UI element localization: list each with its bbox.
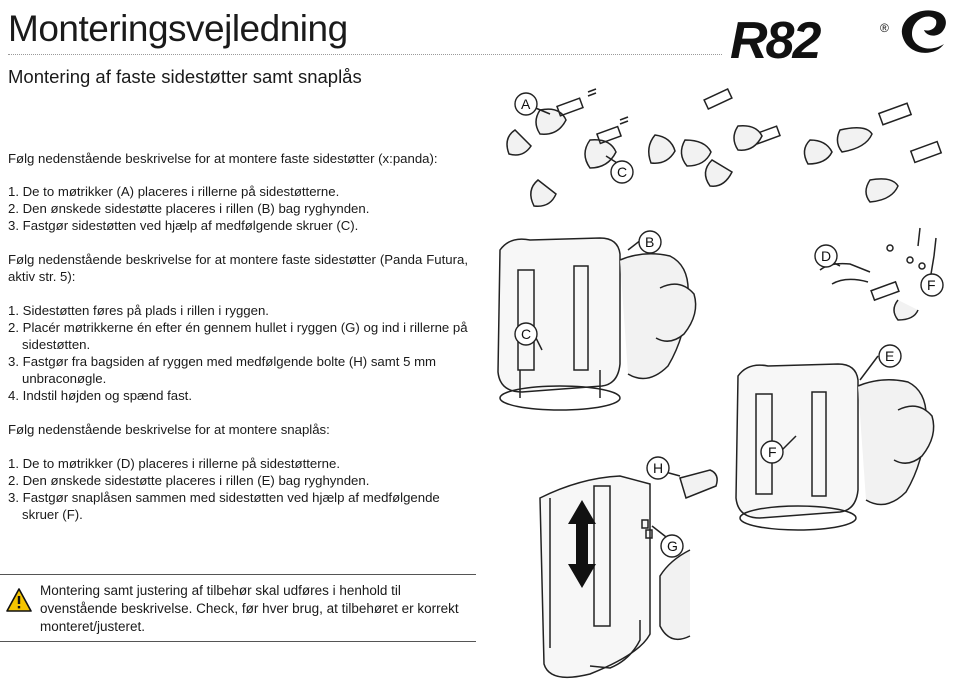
label-C-mid: C	[521, 326, 531, 342]
label-D: D	[821, 248, 831, 264]
section3-step-1: 1. De to møtrikker (D) placeres i riller…	[8, 456, 340, 471]
seat-rear-view-drawing	[497, 237, 697, 411]
seat-snaplock-view-drawing	[735, 227, 937, 531]
section2-steps: 1. Sidestøtten føres på plads i rillen i…	[8, 302, 468, 404]
label-F-mid: F	[768, 444, 777, 460]
logo-registered-mark: ®	[880, 21, 889, 35]
section1-step-3: 3. Fastgør sidestøtten ved hjælp af medf…	[8, 218, 359, 233]
section1-intro: Følg nedenstående beskrivelse for at mon…	[8, 151, 438, 166]
r82-logo: R82 ®	[730, 10, 946, 68]
section3-step-2: 2. Den ønskede sidestøtte placeres i ril…	[8, 473, 370, 488]
logo-text: R82	[730, 12, 821, 68]
section3-steps: 1. De to møtrikker (D) placeres i riller…	[8, 455, 468, 523]
page-subtitle: Montering af faste sidestøtter samt snap…	[8, 66, 362, 87]
label-E: E	[885, 348, 894, 364]
callout-labels: A C B D F C E F H G	[514, 92, 944, 558]
pads-snaplock-drawing	[803, 102, 943, 203]
title-divider	[8, 54, 722, 55]
label-C-top: C	[617, 164, 627, 180]
section2-step-4: 4. Indstil højden og spænd fast.	[8, 388, 193, 403]
notice-box: Montering samt justering af tilbehør ska…	[0, 574, 476, 642]
section2-step-1: 1. Sidestøtten føres på plads i rillen i…	[8, 303, 269, 318]
label-H: H	[653, 460, 663, 476]
label-G: G	[667, 538, 678, 554]
label-F-right: F	[927, 277, 936, 293]
section3-step-3: 3. Fastgør snaplåsen sammen med sidestøt…	[8, 490, 440, 522]
label-B: B	[645, 234, 654, 250]
logo-swoosh-icon	[901, 10, 946, 53]
warning-triangle-icon	[6, 588, 32, 612]
instructions-text: Følg nedenstående beskrivelse for at mon…	[8, 150, 468, 523]
pads-in-sequence-drawing	[648, 87, 781, 187]
section1-steps: 1. De to møtrikker (A) placeres i riller…	[8, 183, 468, 234]
height-adjust-arrow-icon	[568, 500, 596, 588]
pads-with-nuts-drawing	[506, 88, 629, 207]
label-A: A	[521, 96, 531, 112]
backrest-drawing	[539, 469, 718, 679]
page-title: Monteringsvejledning	[8, 8, 348, 49]
section1-step-2: 2. Den ønskede sidestøtte placeres i ril…	[8, 201, 370, 216]
section2-step-3: 3. Fastgør fra bagsiden af ryggen med me…	[8, 354, 437, 386]
section2-intro: Følg nedenstående beskrivelse for at mon…	[8, 252, 468, 284]
assembly-illustrations: A C B D F C E F H G	[497, 87, 944, 679]
section2-step-2: 2. Placér møtrikkerne én efter én gennem…	[8, 320, 468, 352]
notice-text: Montering samt justering af tilbehør ska…	[40, 583, 459, 634]
section3-intro: Følg nedenstående beskrivelse for at mon…	[8, 422, 330, 437]
section1-step-1: 1. De to møtrikker (A) placeres i riller…	[8, 184, 340, 199]
